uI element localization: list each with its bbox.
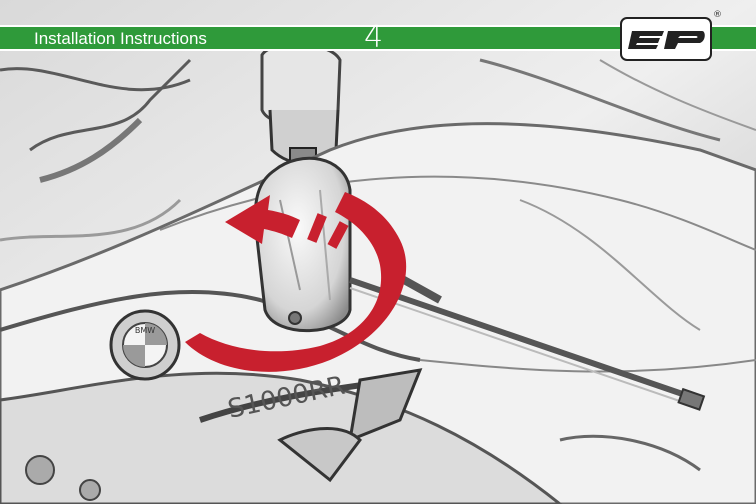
mirror-stalk-sketch xyxy=(262,44,340,166)
ep-logo xyxy=(620,17,712,61)
ep-logo-icon xyxy=(628,27,706,53)
step-number: 4 xyxy=(364,22,383,54)
bmw-badge: BMW xyxy=(111,311,179,379)
page-title: Installation Instructions xyxy=(34,28,207,50)
registered-mark: ® xyxy=(713,10,722,20)
badge-label: BMW xyxy=(135,326,155,335)
